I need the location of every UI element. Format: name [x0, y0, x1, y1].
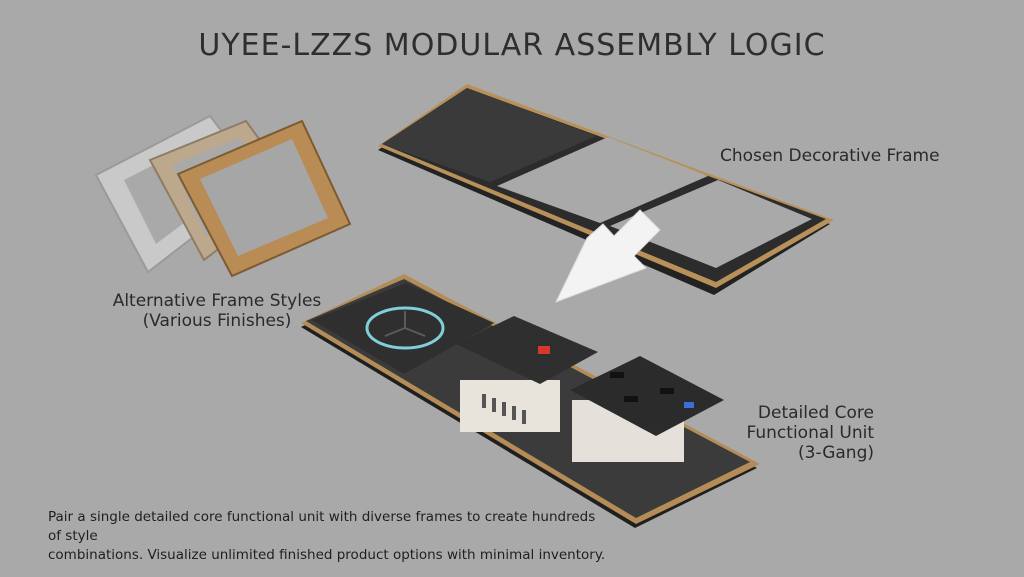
alternative-frames [94, 114, 352, 278]
alternative-frames-label-line2: (Various Finishes) [142, 311, 292, 331]
core-unit [301, 274, 760, 528]
page-title: UYEE-LZZS MODULAR ASSEMBLY LOGIC [198, 28, 826, 63]
touch-switch-divider [384, 311, 426, 337]
usb-charger-icon [538, 346, 550, 354]
vent-slot [482, 394, 486, 408]
chosen-frame [378, 84, 834, 295]
chosen-frame-label-text: Chosen Decorative Frame [720, 146, 940, 166]
vent-slot [522, 410, 526, 424]
vent-slot [492, 398, 496, 412]
usb-module-face [456, 316, 598, 384]
core-unit-label-line2: Functional Unit [746, 423, 874, 443]
vent-slot [502, 402, 506, 416]
gold-frame-opening [200, 139, 328, 256]
socket-module-face [570, 356, 724, 436]
chosen-frame-label: Chosen Decorative Frame [720, 146, 940, 166]
caption: Pair a single detailed core functional u… [48, 508, 608, 565]
vent-slot [512, 406, 516, 420]
core-unit-label-line3: (3-Gang) [798, 443, 874, 463]
alternative-frames-label: Alternative Frame Styles (Various Finish… [92, 291, 342, 331]
frame-blank-panel [382, 88, 596, 182]
core-unit-label: Detailed Core Functional Unit (3-Gang) [740, 403, 874, 463]
down-arrow-icon [555, 209, 661, 303]
caption-line1: Pair a single detailed core functional u… [48, 509, 596, 544]
rocker-switch-icon [684, 402, 694, 408]
touch-switch-icon [365, 306, 445, 350]
frame-opening-1 [497, 137, 708, 223]
frame-opening-2 [610, 180, 812, 268]
usb-module-body [460, 380, 560, 432]
uk-socket-icon [610, 372, 674, 402]
caption-line2: combinations. Visualize unlimited finish… [48, 547, 606, 563]
core-unit-label-line1: Detailed Core [757, 403, 874, 423]
alternative-frames-label-line1: Alternative Frame Styles [112, 291, 322, 311]
